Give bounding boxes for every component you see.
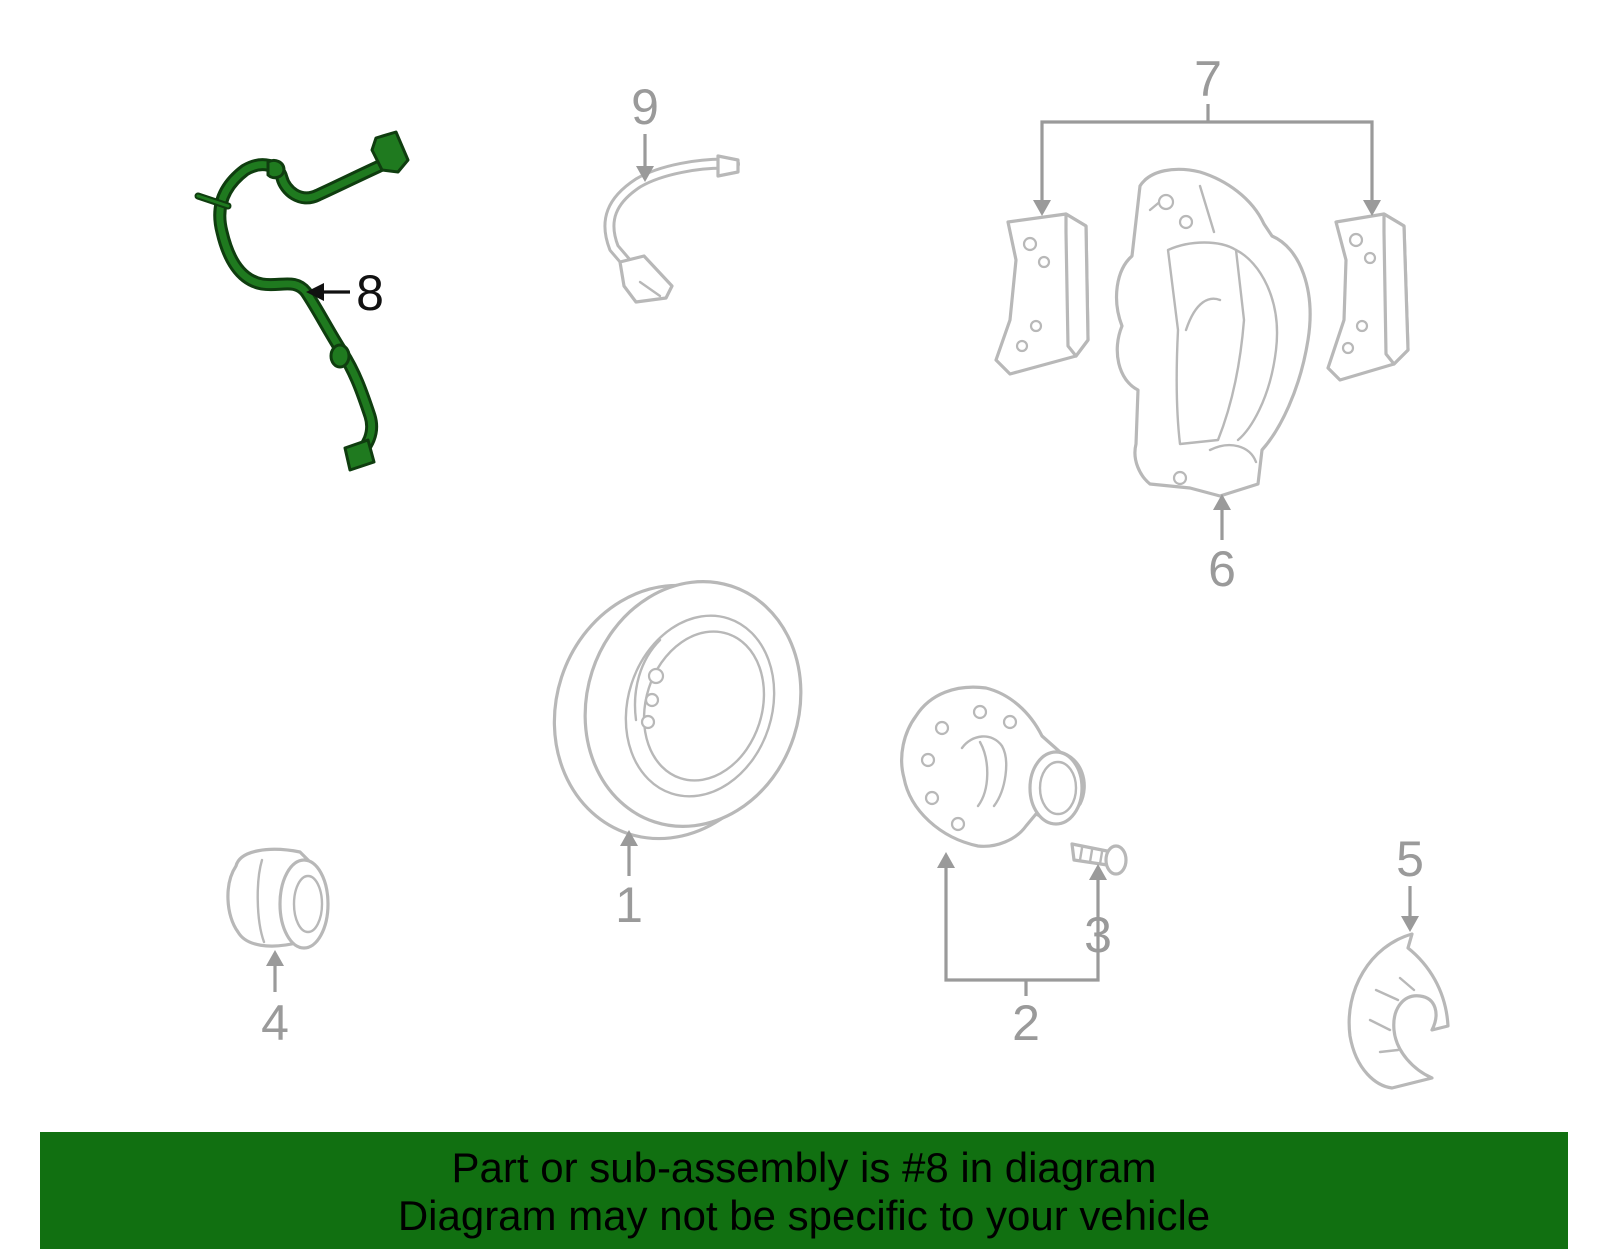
parts-diagram: 9 8 7 6 1 2 3 4 5	[194, 51, 1450, 1090]
callout-label-4: 4	[261, 995, 289, 1051]
banner-line-disclaimer: Diagram may not be specific to your vehi…	[397, 1192, 1211, 1239]
part-7-brake-pad-right[interactable]	[1326, 212, 1410, 382]
callout-2: 2	[937, 852, 1107, 1051]
callout-label-7: 7	[1194, 51, 1222, 107]
callout-label-9: 9	[631, 79, 659, 135]
part-9-brake-hose[interactable]	[603, 154, 740, 304]
part-4-seal[interactable]	[226, 847, 330, 950]
callout-label-1: 1	[615, 877, 643, 933]
callout-3: 3	[1084, 907, 1112, 963]
callout-label-8: 8	[356, 265, 384, 321]
callout-7: 7	[1033, 51, 1381, 216]
part-1-brake-rotor[interactable]	[522, 553, 832, 868]
callout-label-6: 6	[1208, 541, 1236, 597]
part-6-brake-caliper[interactable]	[1114, 167, 1312, 498]
part-5-splash-shield[interactable]	[1347, 932, 1450, 1090]
banner-line-part: Part or sub-assembly is #8 in diagram	[451, 1144, 1157, 1191]
info-banner: Part or sub-assembly is #8 in diagram Di…	[40, 1132, 1568, 1249]
callout-label-3: 3	[1084, 907, 1112, 963]
callout-4: 4	[261, 950, 289, 1051]
part-2-wheel-hub[interactable]	[900, 685, 1086, 848]
callout-label-2: 2	[1012, 995, 1040, 1051]
callout-1: 1	[615, 830, 643, 933]
callout-label-5: 5	[1396, 831, 1424, 887]
part-3-wheel-stud[interactable]	[1070, 842, 1128, 876]
callout-5: 5	[1396, 831, 1424, 932]
callout-6: 6	[1208, 494, 1236, 597]
part-7-brake-pad-left[interactable]	[994, 212, 1090, 376]
part-8-abs-sensor-wire[interactable]	[194, 130, 410, 472]
callout-8: 8	[306, 265, 384, 321]
callout-9: 9	[631, 79, 659, 182]
